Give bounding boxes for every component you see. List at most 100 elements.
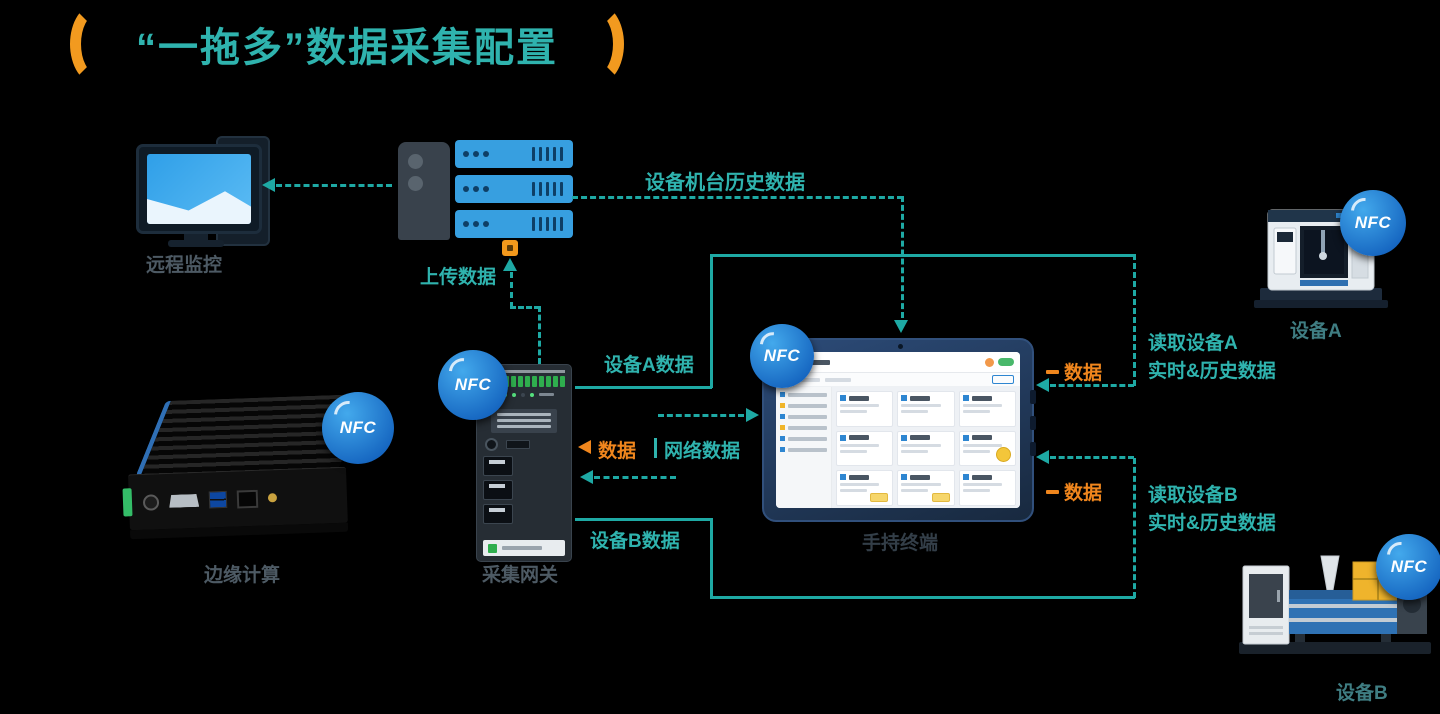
remote-monitor	[136, 144, 262, 234]
cabinet-knob	[408, 176, 423, 191]
line-upload-vertical	[510, 272, 513, 308]
gateway-brand-strip	[483, 540, 565, 556]
history-data-label: 设备机台历史数据	[645, 172, 805, 194]
read-b-line1: 读取设备B	[1148, 485, 1238, 506]
usb-ports-icon	[208, 490, 228, 509]
reset-button-icon	[485, 438, 498, 451]
serial-port-icon	[169, 494, 199, 508]
device-a-data-label: 设备A数据	[604, 355, 694, 376]
nfc-label: NFC	[1390, 557, 1428, 576]
line-gateway-a-h	[575, 386, 712, 389]
tablet-sidebar	[776, 387, 832, 508]
line-a-top-h	[710, 254, 1135, 257]
monitor-base	[168, 240, 224, 247]
line-device-b-up	[1133, 458, 1136, 598]
cabinet-knob	[408, 154, 423, 169]
rj45-port-icon	[483, 504, 513, 524]
line-a-vertical-left	[710, 254, 713, 388]
sidebar-row	[780, 392, 827, 397]
arrow-b-into-tablet	[1036, 450, 1049, 464]
tablet-toolbar	[776, 373, 1020, 387]
line-b-into-tablet	[1050, 456, 1134, 459]
arrow-data-to-gateway	[578, 440, 591, 454]
line-b-vertical-left	[710, 518, 713, 598]
status-badge	[998, 358, 1014, 366]
edge-power-led	[122, 488, 133, 517]
device-b-data-label: 设备B数据	[590, 531, 680, 552]
molding-machine-graphic	[1239, 555, 1431, 654]
tablet-side-button	[1030, 390, 1036, 404]
ethernet-ports	[483, 456, 565, 524]
data-tag-device-b: 数据	[1046, 478, 1102, 505]
orange-dash-icon	[1046, 369, 1059, 374]
tablet-mini-card	[958, 470, 1016, 506]
toolbar-text-placeholder	[825, 377, 851, 382]
sim-slot-icon	[506, 440, 530, 449]
network-data-label: 网络数据	[664, 441, 741, 462]
machine-device-b	[1235, 542, 1435, 669]
device-b-label: 设备B	[1336, 683, 1388, 704]
arrow-to-tablet	[746, 408, 759, 422]
tablet-mini-card	[897, 430, 955, 467]
tablet-mini-card	[897, 391, 955, 427]
nfc-label: NFC	[339, 418, 377, 437]
monitor-label: 远程监控	[146, 255, 223, 276]
arrow-to-monitor	[262, 178, 275, 192]
orange-dash-icon	[1046, 489, 1059, 494]
upload-data-label: 上传数据	[420, 267, 497, 288]
line-device-a-down	[1133, 254, 1136, 386]
ethernet-port-icon	[236, 489, 259, 509]
server-rack	[455, 140, 573, 245]
sidebar-row	[780, 447, 827, 452]
page-title: “一拖多”数据采集配置	[136, 26, 558, 70]
rj45-port-icon	[483, 480, 513, 500]
data-tag-device-a: 数据	[1046, 358, 1102, 385]
gateway-label: 采集网关	[482, 565, 559, 586]
tablet-side-button	[1030, 442, 1036, 456]
toolbar-text-placeholder	[794, 377, 820, 382]
edge-computer-label: 边缘计算	[204, 565, 281, 586]
server-unit	[455, 210, 573, 238]
sidebar-row	[780, 414, 827, 419]
line-upload-elbow-v	[538, 306, 541, 364]
sidebar-row	[780, 403, 827, 408]
nfc-label: NFC	[1354, 213, 1392, 232]
tablet-mini-card	[897, 470, 955, 506]
tablet-card-grid	[832, 387, 1020, 508]
toolbar-button	[992, 375, 1014, 384]
server-unit	[455, 140, 573, 168]
nfc-badge-device-a: NFC	[1340, 190, 1406, 256]
line-upload-elbow-h	[510, 306, 540, 309]
gateway-label-panel	[491, 409, 557, 433]
data-tag-text: 数据	[1064, 483, 1103, 504]
read-b-line2: 实时&历史数据	[1148, 513, 1276, 534]
title-bracket-left-icon	[70, 4, 122, 84]
gateway-midrow	[483, 438, 565, 451]
nfc-label: NFC	[454, 375, 492, 394]
read-device-a-label: 读取设备A 实时&历史数据	[1148, 330, 1276, 386]
line-server-to-monitor	[276, 184, 392, 187]
data-tag-gateway: 数据	[598, 436, 636, 463]
edge-front-panel	[128, 466, 348, 531]
arrow-a-into-tablet	[1036, 378, 1049, 392]
handheld-tablet	[762, 338, 1036, 522]
line-down-to-tablet	[901, 196, 904, 318]
server-unit	[455, 175, 573, 203]
title-bracket-right-icon	[572, 4, 624, 84]
tablet-body	[776, 387, 1020, 508]
diagram-title: “一拖多”数据采集配置	[70, 4, 624, 84]
line-gateway-b-h	[575, 518, 712, 521]
monitor-stand	[184, 231, 208, 241]
server-cabinet	[398, 142, 450, 240]
sidebar-row	[780, 425, 827, 430]
tablet-screen	[776, 352, 1020, 508]
tablet-mini-card	[958, 430, 1016, 467]
screen-graphic	[147, 191, 251, 224]
antenna-connector-icon	[267, 493, 278, 503]
tablet-side-button	[1030, 416, 1036, 430]
read-a-line2: 实时&历史数据	[1148, 361, 1276, 382]
nfc-badge-edge: NFC	[322, 392, 394, 464]
arrow-into-tablet-top	[894, 320, 908, 333]
data-tag-text: 数据	[1064, 363, 1103, 384]
